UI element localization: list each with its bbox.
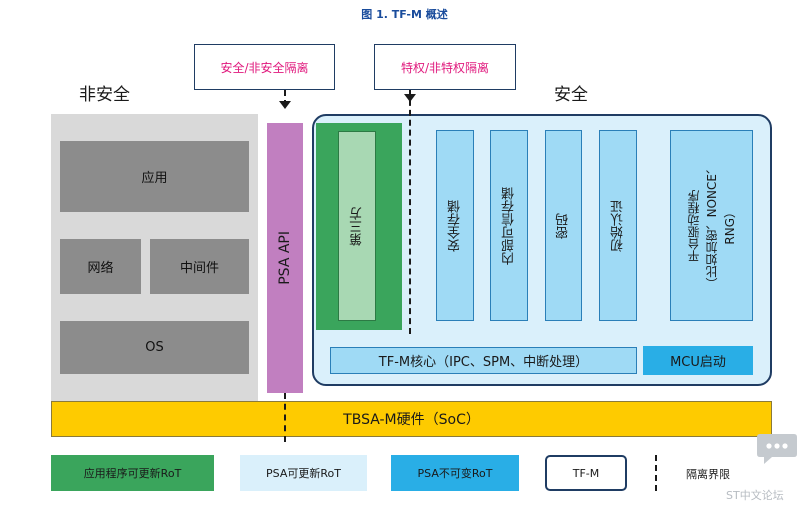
figure-title: 图 1. TF-M 概述 (361, 8, 448, 21)
legend-isolation-boundary: 隔离界限 (686, 468, 730, 481)
legend-updatable-psa-rot: PSA可更新RoT (240, 455, 367, 491)
service-label: 初始认证 (610, 199, 626, 252)
watermark-text: ST中文论坛 (726, 489, 784, 502)
psa-api-block: PSA API (267, 123, 303, 393)
service-internal-trusted-storage: 内部可信存储 (490, 130, 528, 321)
nonsecure-region-label: 非安全 (79, 85, 130, 105)
isolation-boundary-line (284, 393, 286, 442)
platform-driver-line: （比如加密、NONCE、 (705, 161, 719, 290)
service-label: 密码 (556, 212, 571, 239)
service-label: 内部可信存储 (501, 186, 517, 265)
chat-bubble-icon (756, 432, 798, 466)
legend-tfm: TF-M (545, 455, 627, 491)
callout-privileged-isolation: 特权/非特权隔离 (374, 44, 516, 90)
service-label: 安全存储 (447, 199, 463, 252)
platform-driver-line: RNG） (723, 206, 737, 245)
third-party-label: 第三方 (349, 206, 365, 246)
service-secure-storage: 安全存储 (436, 130, 474, 321)
middleware-block: 中间件 (150, 239, 249, 294)
isolation-boundary-line (284, 90, 286, 106)
arrow-down-icon (279, 101, 291, 109)
legend-isolation-line-swatch (655, 455, 657, 491)
platform-driver-line: 平台驱动程序 (687, 189, 701, 262)
app-block: 应用 (60, 141, 249, 212)
service-crypto: 密码 (545, 130, 582, 321)
arrow-down-icon (404, 94, 416, 102)
secure-region-label: 安全 (554, 85, 588, 105)
service-initial-attestation: 初始认证 (599, 130, 637, 321)
mcu-boot-block: MCU启动 (643, 346, 753, 375)
tfm-core-block: TF-M核心（IPC、SPM、中断处理） (330, 347, 637, 374)
psa-api-label: PSA API (277, 231, 293, 285)
legend-immutable-psa-rot: PSA不可变RoT (391, 455, 519, 491)
platform-driver-block: 平台驱动程序 （比如加密、NONCE、 RNG） (670, 130, 753, 321)
isolation-boundary-line (409, 90, 411, 334)
callout-secure-nonsecure-isolation: 安全/非安全隔离 (194, 44, 335, 90)
os-block: OS (60, 321, 249, 374)
third-party-block: 第三方 (338, 131, 376, 321)
network-block: 网络 (60, 239, 141, 294)
legend-updatable-app-rot: 应用程序可更新RoT (51, 455, 214, 491)
hardware-block: TBSA-M硬件（SoC） (51, 401, 772, 437)
